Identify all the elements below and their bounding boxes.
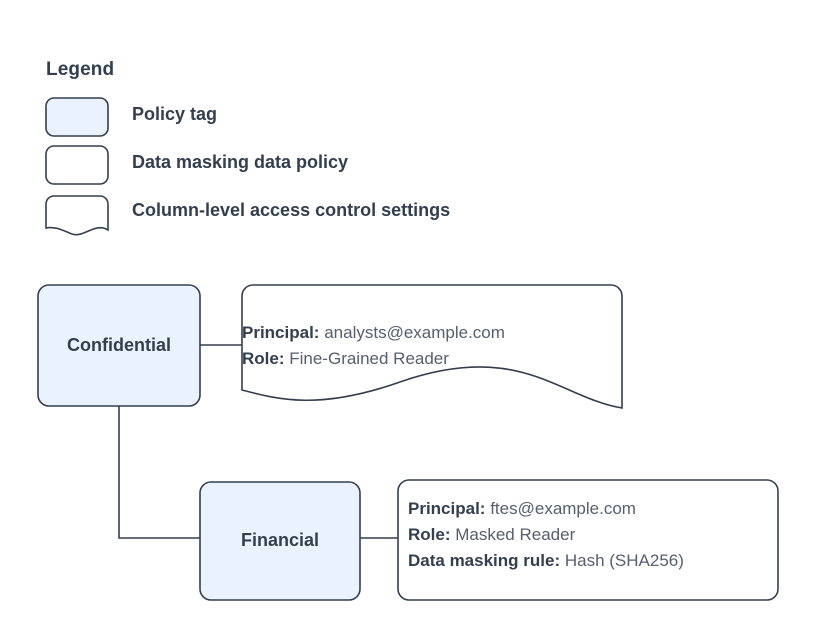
callout-line-key: Principal:	[408, 499, 486, 518]
legend-swatch-access-control-note-icon	[45, 195, 109, 236]
legend-swatch-policy-tag-icon	[45, 97, 109, 137]
callout-line-value: ftes@example.com	[490, 499, 636, 518]
callout-text-confidential-settings: Principal: analysts@example.com Role: Fi…	[242, 320, 505, 372]
legend-item-label: Column-level access control settings	[132, 200, 451, 220]
callout-text-financial-policy: Principal: ftes@example.com Role: Masked…	[408, 496, 684, 574]
callout-confidential-settings-shape[interactable]	[241, 284, 623, 409]
callout-line-value: Masked Reader	[455, 525, 576, 544]
node-confidential-shape[interactable]	[37, 284, 201, 407]
callout-line: Role: Masked Reader	[408, 522, 684, 548]
legend-title: Legend	[46, 59, 115, 80]
callout-line: Principal: analysts@example.com	[242, 320, 505, 346]
callout-line: Data masking rule: Hash (SHA256)	[408, 548, 684, 574]
callout-line-value: analysts@example.com	[324, 323, 505, 342]
callout-line-value: Hash (SHA256)	[564, 551, 684, 570]
node-financial-shape[interactable]	[199, 481, 361, 601]
legend-item-label: Policy tag	[132, 104, 218, 124]
connector-confidential-to-financial	[118, 406, 200, 539]
node-label-confidential[interactable]: Confidential	[67, 335, 171, 355]
callout-financial-policy-shape[interactable]	[397, 479, 779, 601]
legend-swatch-data-masking-policy-icon	[45, 145, 109, 185]
callout-line-key: Role:	[408, 525, 451, 544]
callout-line-value: Fine-Grained Reader	[289, 349, 449, 368]
callout-line-key: Role:	[242, 349, 285, 368]
node-label-financial[interactable]: Financial	[240, 530, 320, 550]
connector-layer	[118, 344, 398, 539]
callout-line: Role: Fine-Grained Reader	[242, 346, 505, 372]
legend-item-label: Data masking data policy	[132, 152, 349, 172]
callout-line: Principal: ftes@example.com	[408, 496, 684, 522]
callout-line-key: Data masking rule:	[408, 551, 561, 570]
callout-line-key: Principal:	[242, 323, 320, 342]
